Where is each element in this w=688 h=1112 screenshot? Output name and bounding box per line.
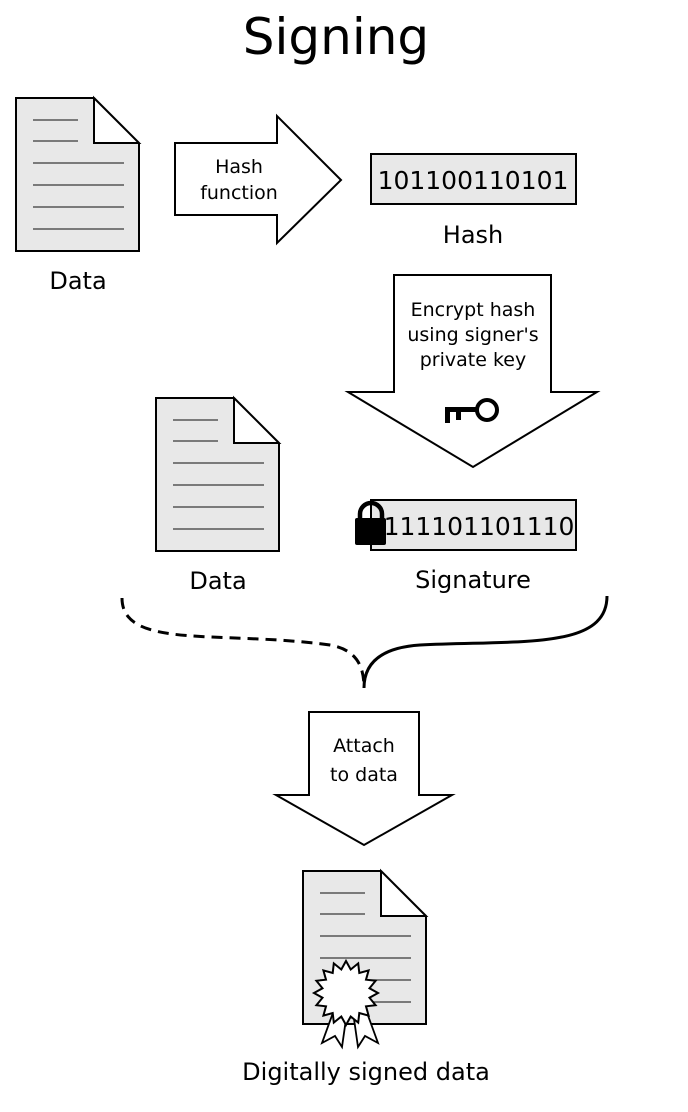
source-document-icon <box>15 95 142 252</box>
hash-function-arrow <box>174 113 343 246</box>
attach-arrow <box>272 711 456 847</box>
hash-function-line2: function <box>200 182 278 204</box>
data-document-label: Data <box>189 567 246 595</box>
encrypt-hash-line3: private key <box>420 349 526 371</box>
signed-document-label: Digitally signed data <box>242 1058 490 1086</box>
key-icon <box>445 398 499 423</box>
data-document-icon <box>155 395 282 552</box>
encrypt-hash-line1: Encrypt hash <box>411 299 536 321</box>
certificate-seal-icon <box>311 958 381 1050</box>
padlock-icon <box>355 500 386 545</box>
source-document-label: Data <box>49 267 106 295</box>
encrypt-hash-arrow <box>344 274 601 469</box>
diagram-title: Signing <box>243 8 429 66</box>
signature-bits: 111101101110 <box>384 512 575 541</box>
data-brace-dashed <box>120 597 366 689</box>
hash-value-label: Hash <box>443 221 503 249</box>
hash-value-box <box>370 153 577 205</box>
signature-brace-solid <box>362 595 609 689</box>
signature-label: Signature <box>415 566 531 594</box>
attach-line2: to data <box>330 764 398 786</box>
encrypt-hash-line2: using signer's <box>407 324 538 346</box>
attach-line1: Attach <box>333 735 395 757</box>
hash-value-bits: 101100110101 <box>378 166 569 195</box>
hash-function-line1: Hash <box>215 156 263 178</box>
